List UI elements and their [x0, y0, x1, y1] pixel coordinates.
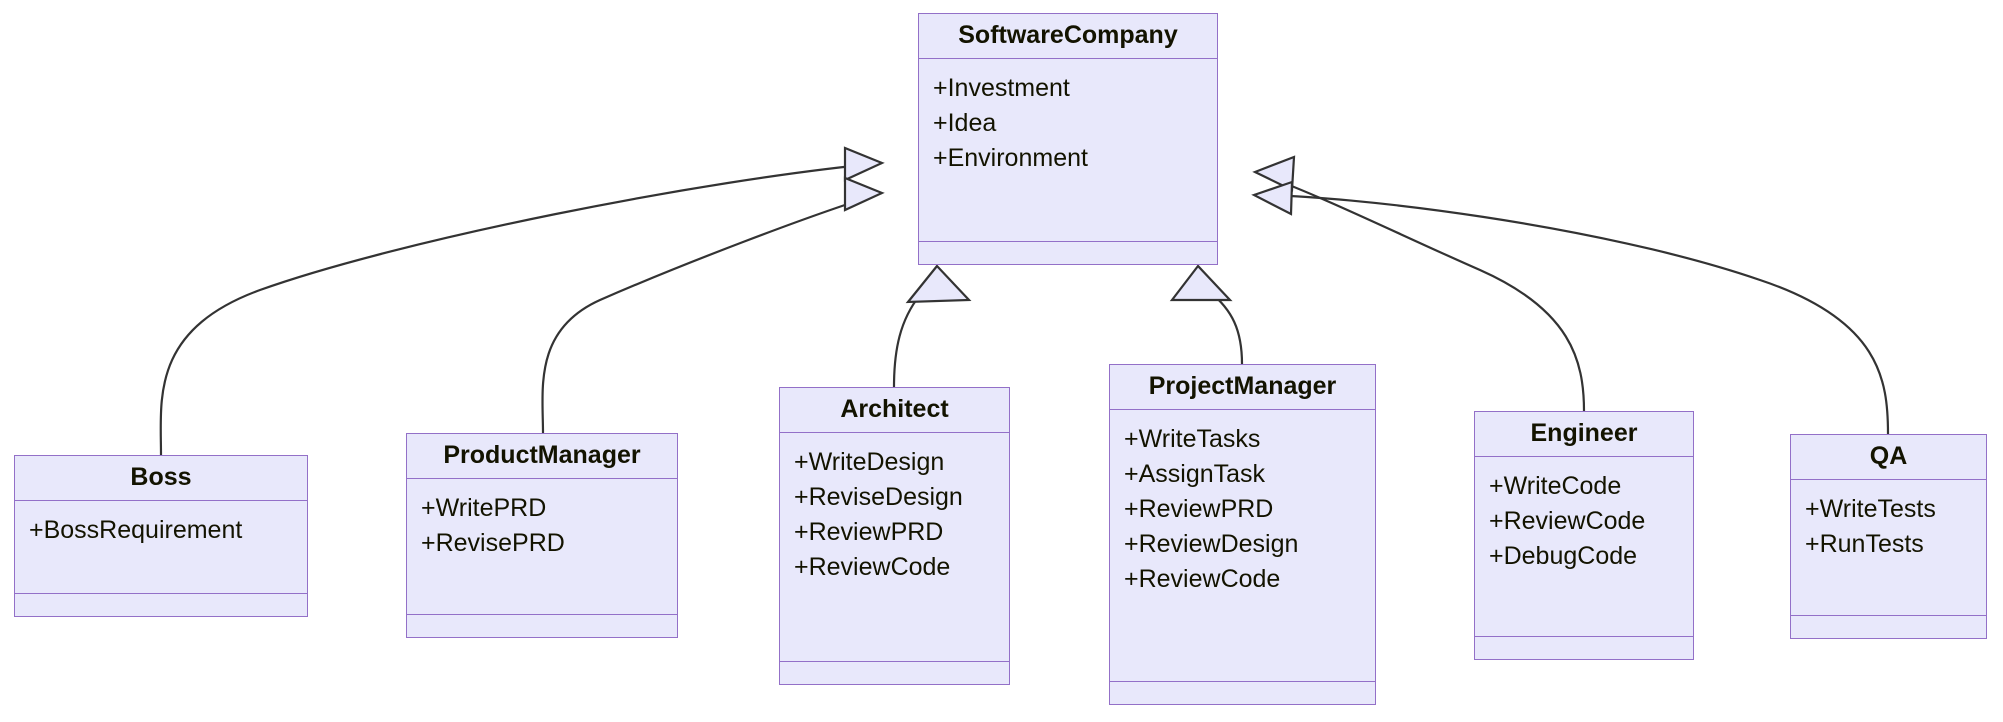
- class-members-qa: +WriteTests +RunTests: [1791, 480, 1986, 616]
- class-members-architect: +WriteDesign +ReviseDesign +ReviewPRD +R…: [780, 433, 1009, 662]
- class-node-qa[interactable]: QA +WriteTests +RunTests: [1790, 434, 1987, 639]
- class-member: +Environment: [933, 144, 1088, 172]
- class-members-softwarecompany: +Investment +Idea +Environment: [919, 59, 1217, 242]
- class-methods-qa: [1791, 616, 1986, 638]
- class-member: +ReviewCode: [794, 553, 951, 581]
- class-member: +WriteCode: [1489, 472, 1622, 500]
- class-title-softwarecompany: SoftwareCompany: [919, 14, 1217, 59]
- class-member: +WriteTests: [1805, 495, 1936, 523]
- arrowhead-qa: [1251, 180, 1294, 216]
- class-title-projectmanager: ProjectManager: [1110, 365, 1375, 410]
- class-title-architect: Architect: [780, 388, 1009, 433]
- class-members-productmanager: +WritePRD +RevisePRD: [407, 479, 677, 615]
- class-members-boss: +BossRequirement: [15, 501, 307, 594]
- arrowhead-architect: [905, 264, 972, 304]
- class-member: +ReviewPRD: [794, 518, 944, 546]
- class-title-qa: QA: [1791, 435, 1986, 480]
- class-member: +DebugCode: [1489, 542, 1638, 570]
- class-member: +WriteTasks: [1124, 425, 1261, 453]
- class-member: +ReviseDesign: [794, 483, 963, 511]
- class-member: +Idea: [933, 109, 997, 137]
- class-node-boss[interactable]: Boss +BossRequirement: [14, 455, 308, 617]
- class-methods-architect: [780, 662, 1009, 684]
- class-member: +ReviewPRD: [1124, 495, 1274, 523]
- class-members-projectmanager: +WriteTasks +AssignTask +ReviewPRD +Revi…: [1110, 410, 1375, 682]
- class-member: +RunTests: [1805, 530, 1924, 558]
- class-title-engineer: Engineer: [1475, 412, 1693, 457]
- class-member: +BossRequirement: [29, 516, 243, 544]
- class-node-architect[interactable]: Architect +WriteDesign +ReviseDesign +Re…: [779, 387, 1010, 685]
- class-member: +WriteDesign: [794, 448, 945, 476]
- class-members-engineer: +WriteCode +ReviewCode +DebugCode: [1475, 457, 1693, 637]
- class-member: +ReviewCode: [1489, 507, 1646, 535]
- class-member: +RevisePRD: [421, 529, 565, 557]
- class-node-engineer[interactable]: Engineer +WriteCode +ReviewCode +DebugCo…: [1474, 411, 1694, 660]
- arrowhead-productmanager: [843, 176, 885, 212]
- class-title-boss: Boss: [15, 456, 307, 501]
- class-member: +ReviewCode: [1124, 565, 1281, 593]
- edge-boss-to-softwarecompany: [159, 161, 883, 456]
- arrowhead-engineer: [1252, 155, 1296, 192]
- class-member: +ReviewDesign: [1124, 530, 1299, 558]
- class-node-productmanager[interactable]: ProductManager +WritePRD +RevisePRD: [406, 433, 678, 638]
- class-member: +AssignTask: [1124, 460, 1266, 488]
- class-member: +Investment: [933, 74, 1070, 102]
- edge-projectmanager-to-softwarecompany: [1209, 291, 1244, 365]
- class-methods-projectmanager: [1110, 682, 1375, 704]
- class-methods-boss: [15, 594, 307, 616]
- arrowhead-projectmanager: [1169, 264, 1233, 302]
- class-methods-productmanager: [407, 615, 677, 637]
- class-methods-engineer: [1475, 637, 1693, 659]
- class-member: +WritePRD: [421, 494, 547, 522]
- class-methods-softwarecompany: [919, 242, 1217, 264]
- edge-architect-to-softwarecompany: [892, 294, 921, 388]
- class-title-productmanager: ProductManager: [407, 434, 677, 479]
- arrowhead-boss: [843, 146, 885, 182]
- class-node-projectmanager[interactable]: ProjectManager +WriteTasks +AssignTask +…: [1109, 364, 1376, 705]
- class-node-softwarecompany[interactable]: SoftwareCompany +Investment +Idea +Envir…: [918, 13, 1218, 265]
